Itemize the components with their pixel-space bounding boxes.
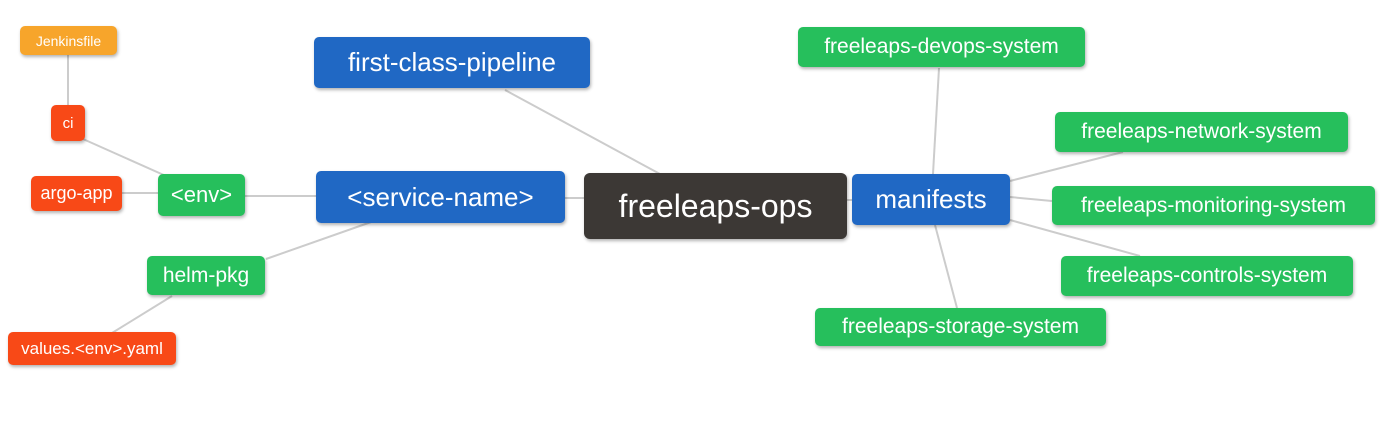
node-helm-pkg[interactable]: helm-pkg bbox=[147, 256, 265, 295]
node-freeleaps-storage-system[interactable]: freeleaps-storage-system bbox=[815, 308, 1106, 346]
edge-ci-env bbox=[82, 138, 167, 177]
node-first-class-pipeline[interactable]: first-class-pipeline bbox=[314, 37, 590, 88]
edge-first-class-pipeline-freeleaps-ops bbox=[504, 89, 661, 175]
node-jenkinsfile[interactable]: Jenkinsfile bbox=[20, 26, 117, 55]
edge-manifests-devops-system bbox=[932, 67, 940, 175]
node-freeleaps-controls-system[interactable]: freeleaps-controls-system bbox=[1061, 256, 1353, 296]
node-argo-app[interactable]: argo-app bbox=[31, 176, 122, 211]
node-manifests[interactable]: manifests bbox=[852, 174, 1010, 225]
node-ci[interactable]: ci bbox=[51, 105, 85, 141]
edge-manifests-network-system bbox=[1009, 151, 1124, 182]
node-service-name[interactable]: <service-name> bbox=[316, 171, 565, 223]
edge-values-env-yaml-helm-pkg bbox=[111, 295, 173, 334]
node-freeleaps-network-system[interactable]: freeleaps-network-system bbox=[1055, 112, 1348, 152]
node-values-env-yaml[interactable]: values.<env>.yaml bbox=[8, 332, 176, 365]
node-freeleaps-monitoring-system[interactable]: freeleaps-monitoring-system bbox=[1052, 186, 1375, 225]
edge-manifests-storage-system bbox=[934, 224, 958, 309]
node-env[interactable]: <env> bbox=[158, 174, 245, 216]
edge-helm-pkg-service-name bbox=[265, 220, 375, 260]
node-freeleaps-devops-system[interactable]: freeleaps-devops-system bbox=[798, 27, 1085, 67]
edge-manifests-monitoring-system bbox=[1009, 196, 1053, 202]
edge-manifests-controls-system bbox=[1009, 219, 1141, 257]
node-freeleaps-ops[interactable]: freeleaps-ops bbox=[584, 173, 847, 239]
